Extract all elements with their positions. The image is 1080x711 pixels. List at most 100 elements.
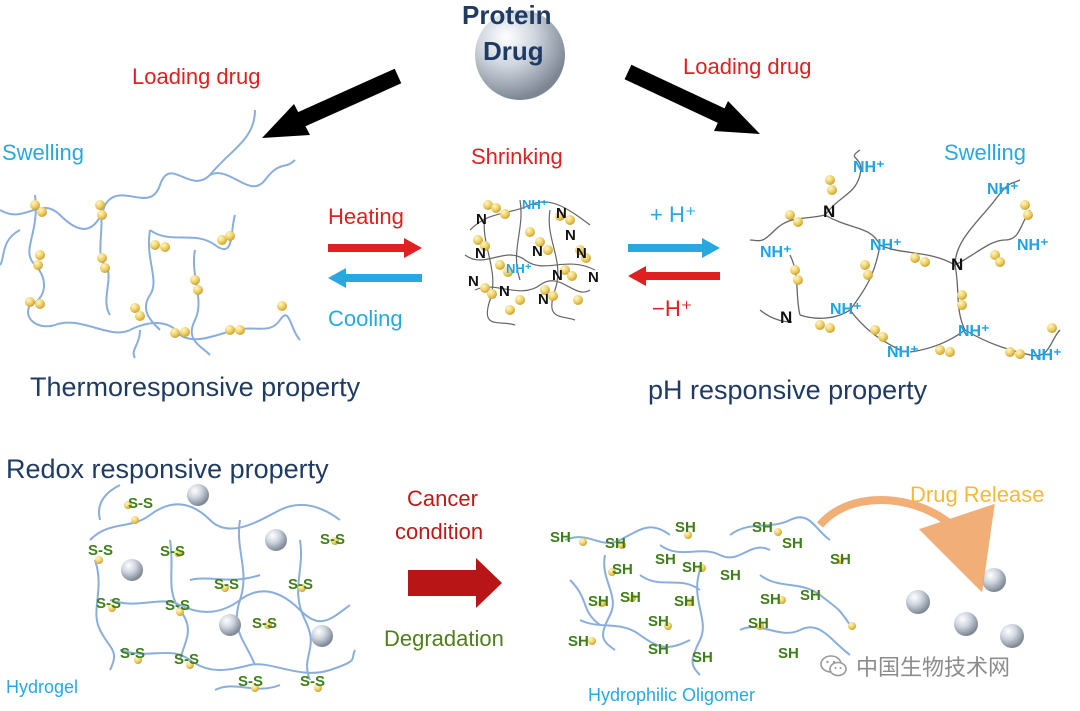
- cluster-n-label: N: [552, 267, 563, 284]
- ph-nh-label: NH⁺: [958, 323, 990, 340]
- heating-label: Heating: [328, 204, 404, 229]
- ph-nh-label: NH⁺: [830, 301, 862, 318]
- cluster-n-label: N: [588, 269, 599, 286]
- thiol-label: SH: [655, 551, 676, 568]
- ph-nh-label: NH⁺: [887, 344, 919, 361]
- thiol-label: SH: [675, 519, 696, 536]
- thiol-label: SH: [588, 593, 609, 610]
- cluster-n-label: N: [532, 243, 543, 260]
- thiol-label: SH: [720, 567, 741, 584]
- cluster-n-label: N: [565, 227, 576, 244]
- thermoresponsive-title: Thermoresponsive property: [30, 372, 361, 402]
- disulfide-label: S-S: [120, 645, 146, 662]
- thermo-swelling-network: [0, 109, 301, 359]
- cluster-n-label: N: [556, 205, 567, 222]
- disulfide-label: S-S: [320, 531, 346, 548]
- thiol-label: SH: [682, 559, 703, 576]
- thiol-label: SH: [760, 591, 781, 608]
- cancer-condition-arrow: [408, 558, 502, 608]
- loading-arrow-left: [262, 68, 402, 138]
- disulfide-label: S-S: [238, 673, 264, 690]
- ph-swelling-beads: [785, 175, 1057, 359]
- protein-drug-sphere: [475, 10, 565, 100]
- thiol-label: SH: [648, 641, 669, 658]
- disulfide-label: S-S: [252, 615, 278, 632]
- deprotonation-arrow: [628, 266, 720, 286]
- ph-nh-label: NH⁺: [1030, 347, 1062, 364]
- ph-nh-label: NH⁺: [760, 244, 792, 261]
- thermo-swelling-label: Swelling: [2, 140, 84, 165]
- hydrogel-drug-spheres: [121, 484, 333, 647]
- thermo-swelling-beads: [25, 200, 287, 338]
- thiol-label: SH: [612, 561, 633, 578]
- wechat-icon: [820, 655, 847, 677]
- loading-drug-right-label: Loading drug: [683, 54, 812, 79]
- cancer-condition-line1: Cancer: [407, 486, 478, 511]
- thiol-label: SH: [620, 589, 641, 606]
- thiol-label: SH: [782, 535, 803, 552]
- shrinking-label: Shrinking: [471, 144, 563, 169]
- thiol-label: SH: [550, 529, 571, 546]
- ph-swelling-network: [749, 149, 1061, 357]
- watermark: 中国生物技术网: [820, 650, 1010, 682]
- ph-n-label: N: [823, 202, 836, 221]
- shrunk-cluster-beads: [473, 200, 591, 315]
- thiol-label: SH: [568, 633, 589, 650]
- cluster-nh-label: NH⁺: [506, 261, 532, 276]
- protonation-arrow: [628, 238, 720, 258]
- heating-arrow: [328, 238, 422, 258]
- oligomer-sh-beads: [579, 528, 856, 645]
- thiol-label: SH: [648, 613, 669, 630]
- cluster-n-label: N: [538, 291, 549, 308]
- disulfide-label: S-S: [160, 543, 186, 560]
- ph-swelling-label: Swelling: [944, 140, 1026, 165]
- cluster-n-label: N: [468, 273, 479, 290]
- ph-nh-label: NH⁺: [1017, 237, 1049, 254]
- thiol-label: SH: [674, 593, 695, 610]
- cluster-n-label: N: [576, 245, 587, 262]
- cluster-n-label: N: [499, 283, 510, 300]
- cluster-n-label: N: [476, 211, 487, 228]
- ph-n-label: N: [951, 255, 964, 274]
- released-drug-spheres: [906, 568, 1024, 648]
- thiol-label: SH: [800, 587, 821, 604]
- cancer-condition-line2: condition: [395, 519, 484, 544]
- cluster-nh-label: NH⁺: [522, 197, 548, 212]
- disulfide-label: S-S: [288, 576, 314, 593]
- minus-h-label: −H⁺: [652, 296, 693, 321]
- thiol-label: SH: [778, 645, 799, 662]
- disulfide-label: S-S: [88, 542, 114, 559]
- loading-drug-left-label: Loading drug: [132, 64, 261, 89]
- drug-release-label: Drug Release: [910, 482, 1045, 507]
- oligomer-fragments: [564, 516, 851, 676]
- cooling-arrow: [328, 268, 422, 288]
- redox-title: Redox responsive property: [6, 454, 329, 484]
- cluster-n-label: N: [475, 245, 486, 262]
- thiol-label: SH: [830, 551, 851, 568]
- ph-n-label: N: [780, 308, 793, 327]
- hydrogel-label: Hydrogel: [6, 677, 79, 697]
- disulfide-label: S-S: [96, 595, 122, 612]
- ph-nh-label: NH⁺: [987, 181, 1019, 198]
- disulfide-label: S-S: [165, 597, 191, 614]
- ph-responsive-title: pH responsive property: [648, 375, 928, 405]
- protein-drug-label-line2: Drug: [483, 36, 544, 66]
- loading-arrow-right: [624, 64, 760, 134]
- disulfide-label: S-S: [300, 673, 326, 690]
- cooling-label: Cooling: [328, 306, 403, 331]
- drug-release-arrow: [816, 496, 995, 593]
- disulfide-label: S-S: [128, 495, 154, 512]
- ph-nh-label: NH⁺: [870, 237, 902, 254]
- thiol-label: SH: [692, 649, 713, 666]
- thiol-label: SH: [605, 535, 626, 552]
- oligomer-label: Hydrophilic Oligomer: [588, 685, 756, 705]
- protein-drug-label-line1: Protein: [462, 0, 552, 30]
- thiol-label: SH: [748, 615, 769, 632]
- hydrogel-ss-beads: [95, 501, 339, 692]
- disulfide-label: S-S: [214, 576, 240, 593]
- disulfide-label: S-S: [174, 651, 200, 668]
- thiol-label: SH: [752, 519, 773, 536]
- plus-h-label: + H⁺: [650, 202, 697, 227]
- watermark-text: 中国生物技术网: [856, 656, 1011, 681]
- degradation-label: Degradation: [384, 626, 504, 651]
